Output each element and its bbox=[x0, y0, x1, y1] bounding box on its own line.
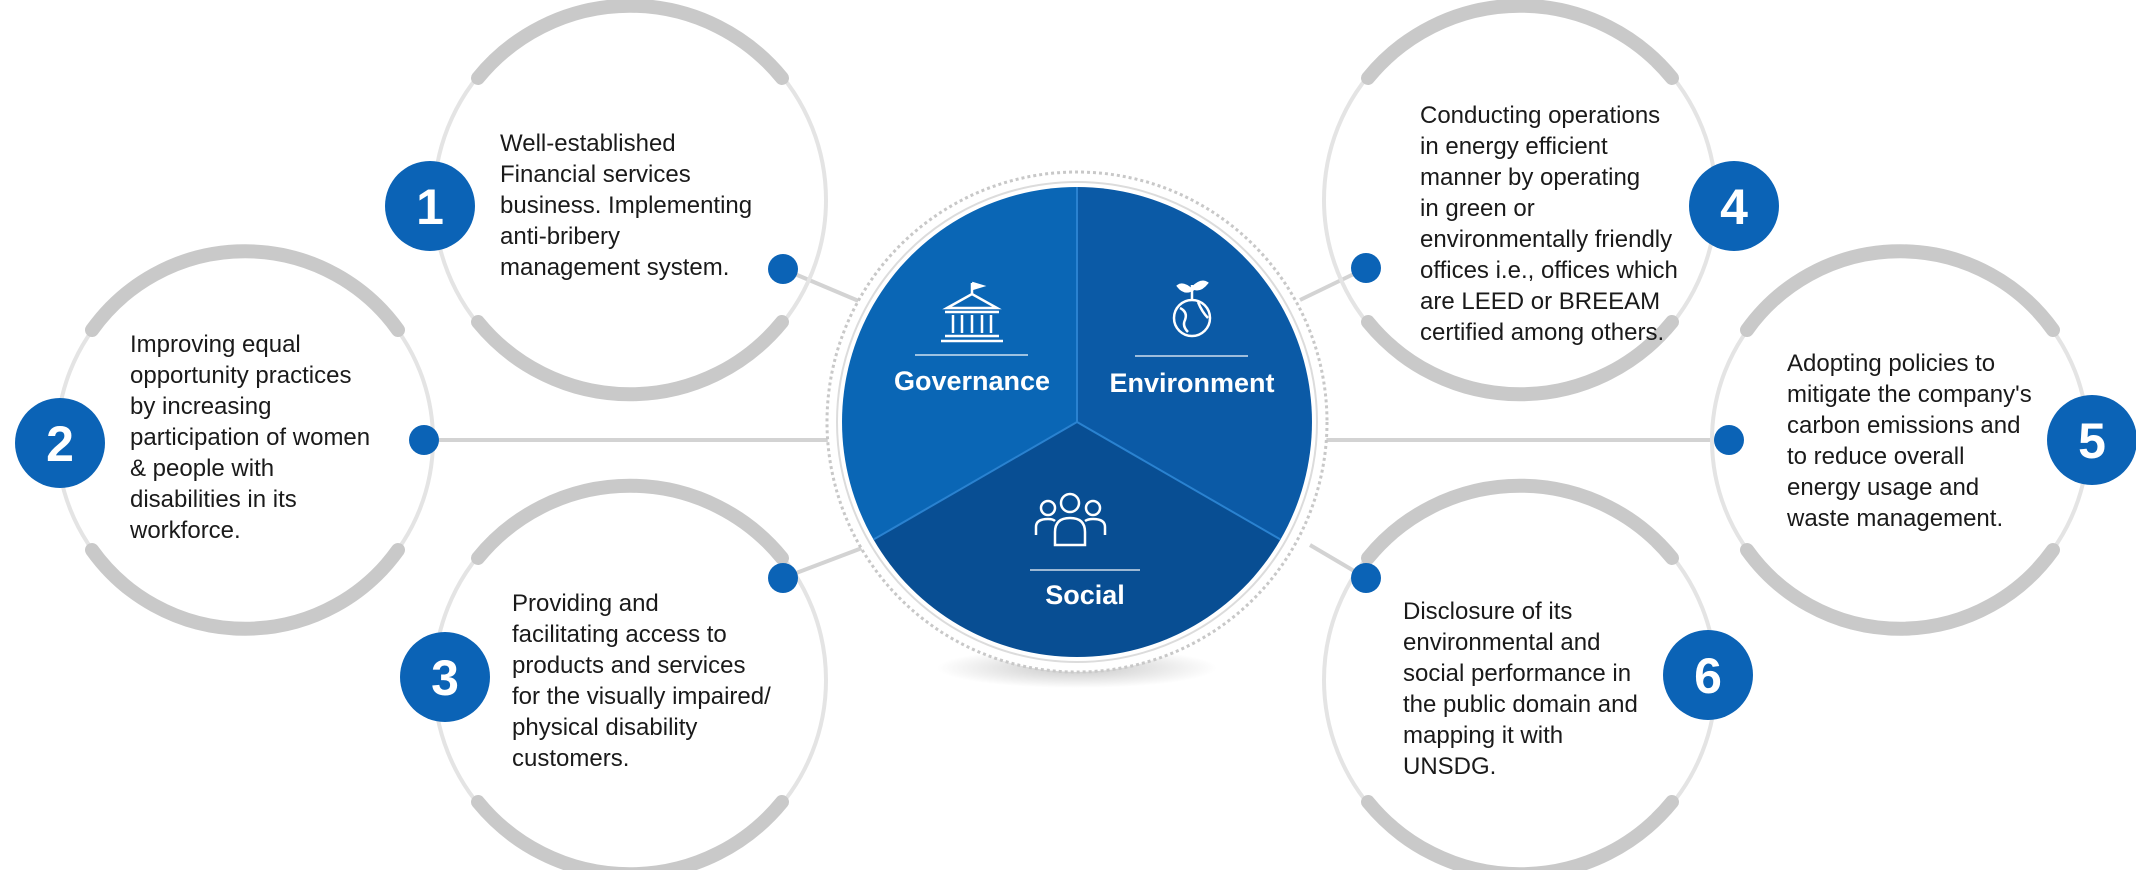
badge-4 bbox=[1689, 161, 1779, 251]
item-3-line: customers. bbox=[512, 745, 630, 772]
item-4-line: in green or bbox=[1420, 195, 1535, 222]
item-2-line: workforce. bbox=[130, 517, 241, 544]
badge-6 bbox=[1663, 630, 1753, 720]
bank-icon bbox=[941, 281, 1003, 343]
item-4-line: in energy efficient bbox=[1420, 133, 1608, 160]
item-4-line: manner by operating bbox=[1420, 164, 1641, 191]
segment-governance bbox=[842, 187, 1077, 540]
item-1-line: Financial services bbox=[500, 161, 691, 188]
connector-dot-1 bbox=[768, 254, 798, 284]
badge-3 bbox=[400, 632, 490, 722]
item-1-line: business. Implementing bbox=[500, 192, 753, 219]
item-4-text: Conducting operations in energy efficien… bbox=[1420, 100, 1678, 348]
item-6-line: environmental and bbox=[1403, 629, 1601, 656]
badge-5 bbox=[2047, 395, 2136, 485]
badge-2-number: 2 bbox=[46, 416, 74, 472]
item-4-line: offices i.e., offices which bbox=[1420, 257, 1678, 284]
globe-sprout-icon bbox=[1172, 280, 1212, 338]
badge-5-number: 5 bbox=[2078, 413, 2106, 469]
item-6-line: the public domain and bbox=[1403, 691, 1638, 718]
item-4-line: are LEED or BREEAM bbox=[1420, 288, 1661, 315]
badge-1 bbox=[385, 161, 475, 251]
item-5-text: Adopting policies to mitigate the compan… bbox=[1787, 348, 2032, 534]
connector-dot-3 bbox=[768, 563, 798, 593]
item-4-line: environmentally friendly bbox=[1420, 226, 1673, 253]
badge-2 bbox=[15, 398, 105, 488]
governance-label: Governance bbox=[894, 366, 1050, 396]
badge-6-number: 6 bbox=[1694, 648, 1722, 704]
connector-dot-5 bbox=[1714, 425, 1744, 455]
item-5-line: energy usage and bbox=[1787, 474, 1980, 501]
item-2-line: by increasing bbox=[130, 393, 272, 420]
connector-dot-4 bbox=[1351, 253, 1381, 283]
connector-3 bbox=[782, 543, 871, 580]
item-5-line: Adopting policies to bbox=[1787, 350, 1996, 377]
people-group-icon bbox=[1034, 492, 1107, 547]
badge-3-number: 3 bbox=[431, 650, 459, 706]
social-label: Social bbox=[1045, 580, 1125, 610]
number-badges: 1 2 3 4 5 6 bbox=[15, 161, 2136, 722]
item-1-line: management system. bbox=[500, 254, 730, 281]
badge-4-number: 4 bbox=[1720, 179, 1748, 235]
item-3-line: products and services bbox=[512, 652, 746, 679]
item-5-line: waste management. bbox=[1787, 505, 2004, 532]
item-6-line: Disclosure of its bbox=[1403, 598, 1573, 625]
item-3-text: Providing and facilitating access to pro… bbox=[512, 588, 771, 774]
item-2-text: Improving equal opportunity practices by… bbox=[130, 329, 370, 546]
item-1-text: Well-established Financial services busi… bbox=[500, 128, 752, 283]
item-6-text: Disclosure of its environmental and soci… bbox=[1403, 596, 1638, 782]
badge-1-number: 1 bbox=[416, 179, 444, 235]
item-6-line: mapping it with bbox=[1403, 722, 1564, 749]
environment-label: Environment bbox=[1109, 368, 1274, 398]
item-4-line: Conducting operations bbox=[1420, 102, 1661, 129]
item-2-line: disabilities in its bbox=[130, 486, 297, 513]
connector-4 bbox=[1299, 268, 1363, 302]
connector-dot-2 bbox=[409, 425, 439, 455]
item-2-line: Improving equal bbox=[130, 331, 301, 358]
item-2-line: participation of women bbox=[130, 424, 371, 451]
item-1-line: anti-bribery bbox=[500, 223, 621, 250]
center-wheel: Governance Environment bbox=[825, 170, 1329, 688]
item-5-line: mitigate the company's bbox=[1787, 381, 2032, 408]
segment-social bbox=[873, 422, 1281, 657]
item-2-line: & people with bbox=[130, 455, 275, 482]
item-3-line: for the visually impaired/ bbox=[512, 683, 771, 710]
item-3-line: Providing and bbox=[512, 590, 659, 617]
item-6-line: social performance in bbox=[1403, 660, 1632, 687]
item-3-line: facilitating access to bbox=[512, 621, 727, 648]
item-3-line: physical disability bbox=[512, 714, 698, 741]
item-5-line: to reduce overall bbox=[1787, 443, 1965, 470]
item-4-line: certified among others. bbox=[1420, 319, 1665, 346]
connector-dot-6 bbox=[1351, 563, 1381, 593]
item-6-line: UNSDG. bbox=[1403, 753, 1497, 780]
segment-environment bbox=[1077, 187, 1312, 540]
item-1-line: Well-established bbox=[500, 130, 676, 157]
item-5-line: carbon emissions and bbox=[1787, 412, 2021, 439]
connector-dots bbox=[409, 253, 1744, 593]
item-2-line: opportunity practices bbox=[130, 362, 352, 389]
